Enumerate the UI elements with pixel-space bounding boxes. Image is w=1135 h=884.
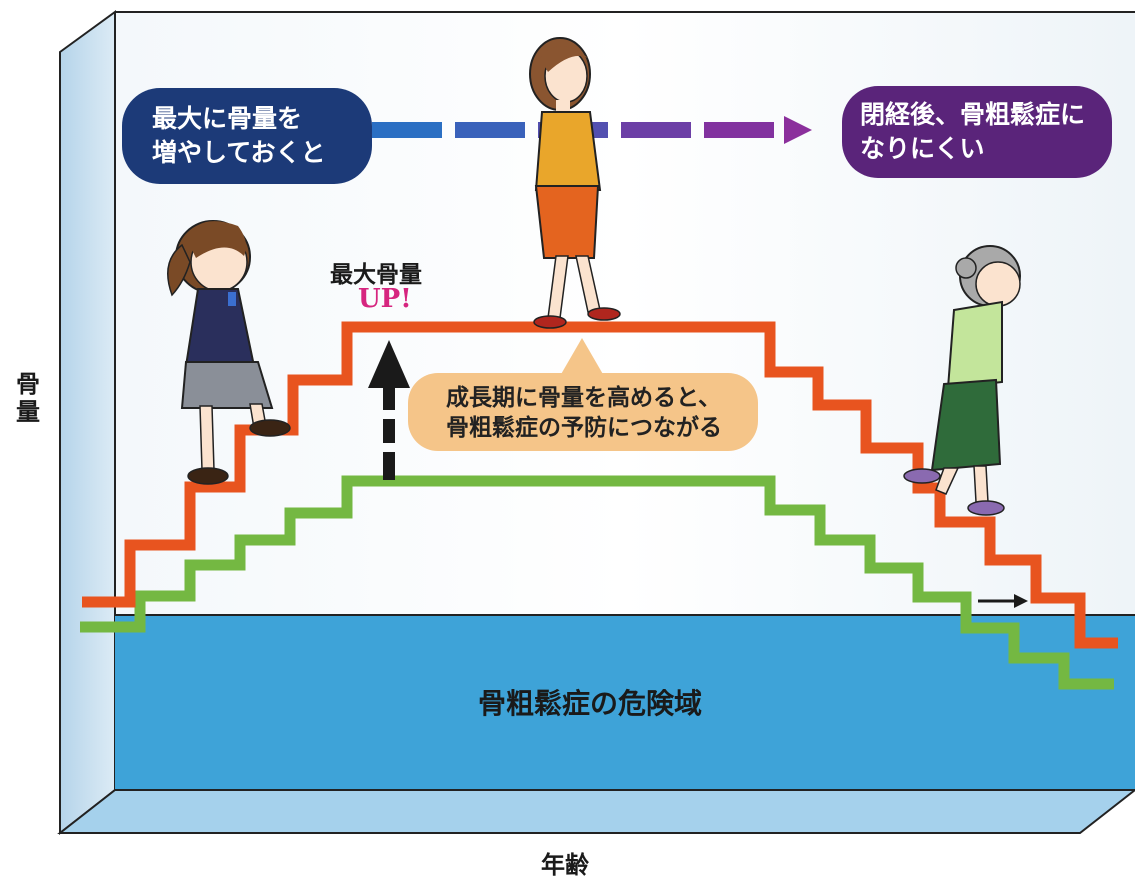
woman-figure: [529, 37, 621, 329]
danger-zone: [115, 615, 1135, 790]
small-right-arrow-icon: [978, 594, 1028, 608]
danger-zone-label: 骨粗鬆症の危険域: [478, 687, 703, 720]
y-axis-label-char-2: 量: [16, 398, 40, 426]
green-staircase-line: [80, 475, 1114, 690]
left-bubble-line-1: 最大に骨量を: [152, 104, 303, 133]
peak-bone-mass-label: 最大骨量: [330, 262, 422, 288]
callout-tail: [560, 338, 604, 376]
elderly-woman-figure: [903, 245, 1021, 516]
left-info-bubble: 最大に骨量を 増やしておくと: [122, 88, 372, 184]
up-arrow-icon: [368, 340, 410, 480]
callout-line-1: 成長期に骨量を高めると、: [446, 385, 722, 411]
center-callout: 成長期に骨量を高めると、 骨粗鬆症の予防につながる: [408, 373, 758, 451]
y-axis-label-char-1: 骨: [16, 370, 40, 398]
left-side-wall: [59, 10, 116, 836]
y-axis-label: 骨 量: [14, 370, 42, 426]
x-axis-label: 年齢: [541, 851, 589, 879]
left-bubble-line-2: 増やしておくと: [152, 138, 326, 167]
right-bubble-line-1: 閉経後、骨粗鬆症に: [860, 100, 1086, 129]
callout-line-2: 骨粗鬆症の予防につながる: [446, 415, 722, 441]
right-info-bubble: 閉経後、骨粗鬆症に なりにくい: [842, 86, 1112, 178]
peak-up-label: UP!: [358, 284, 412, 314]
floor: [57, 789, 1135, 834]
girl-figure: [167, 220, 291, 485]
orange-staircase-line: [82, 321, 1118, 649]
right-bubble-line-2: なりにくい: [860, 134, 985, 163]
